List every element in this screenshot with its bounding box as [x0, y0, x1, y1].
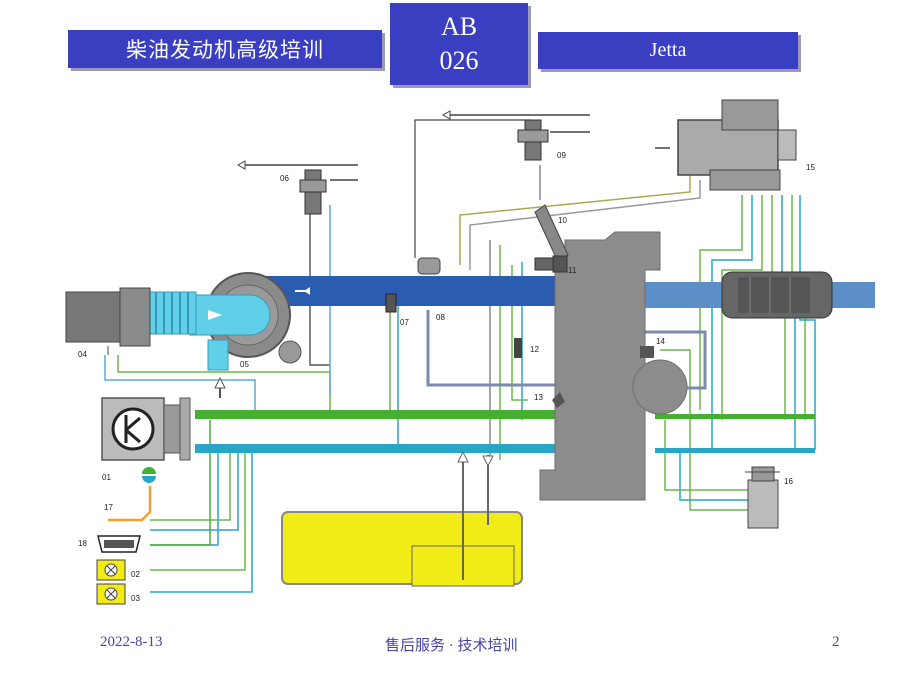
valve-16: [745, 466, 780, 529]
label-14: 14: [656, 337, 665, 346]
valve-09: [441, 110, 590, 161]
pulley: [632, 359, 688, 415]
label-08: 08: [436, 313, 445, 322]
label-15: 15: [806, 163, 815, 172]
temp-sensor-07: [385, 293, 397, 313]
header-title-banner: 柴油发动机高级培训: [68, 30, 382, 68]
engine-control-unit: [101, 397, 191, 483]
label-09: 09: [557, 151, 566, 160]
component-labels: 01 02 03 04 05 06 07 08 09 10 11 12 13 1…: [78, 151, 815, 603]
model-name: Jetta: [649, 39, 687, 61]
code-banner: AB 026: [390, 3, 528, 85]
boost-sensor: [417, 257, 441, 275]
code-line-1: AB: [440, 12, 478, 41]
relay-02: [96, 559, 126, 581]
label-04: 04: [78, 350, 87, 359]
sensor-13: [552, 392, 565, 408]
sensor-12: [514, 338, 522, 358]
label-10: 10: [558, 216, 567, 225]
air-mass-meter: [65, 287, 151, 355]
page-number: 2: [832, 634, 840, 650]
label-05: 05: [240, 360, 249, 369]
footer-center-text: 售后服务 · 技术培训: [385, 638, 518, 654]
label-18: 18: [78, 539, 87, 548]
relay-03: [96, 583, 126, 605]
turbocharger: [189, 272, 302, 398]
label-07: 07: [400, 318, 409, 327]
model-banner: Jetta: [538, 32, 798, 69]
signal-bar-green: [195, 410, 555, 419]
diagnostic-connector: [97, 535, 141, 553]
intake-pipe: [240, 276, 570, 306]
signal-bar-cyan-right: [655, 448, 815, 453]
sensor-14: [640, 346, 654, 358]
signal-bar-green-right: [655, 414, 815, 419]
label-11: 11: [568, 266, 577, 275]
catalytic-converter: [721, 271, 833, 319]
label-03: 03: [131, 594, 140, 603]
valve-06: [236, 160, 358, 215]
label-12: 12: [530, 345, 539, 354]
label-01: 01: [102, 473, 111, 482]
return-tube-right: [640, 330, 707, 390]
injection-pump: [655, 99, 797, 191]
label-02: 02: [131, 570, 140, 579]
intake-hose: [147, 291, 197, 335]
label-16: 16: [784, 477, 793, 486]
code-line-2: 026: [439, 46, 479, 75]
injector: [534, 204, 569, 273]
label-06: 06: [280, 174, 289, 183]
fuel-tank: [281, 450, 523, 587]
header-title: 柴油发动机高级培训: [126, 38, 324, 62]
orange-wire: [108, 486, 152, 522]
label-17: 17: [104, 503, 113, 512]
label-13: 13: [534, 393, 543, 402]
footer-date: 2022-8-13: [100, 634, 163, 650]
return-tube: [426, 310, 565, 387]
signal-bar-cyan: [195, 444, 555, 453]
engine-system-diagram: 01 02 03 04 05 06 07 08 09 10 11 12 13 1…: [65, 99, 875, 605]
